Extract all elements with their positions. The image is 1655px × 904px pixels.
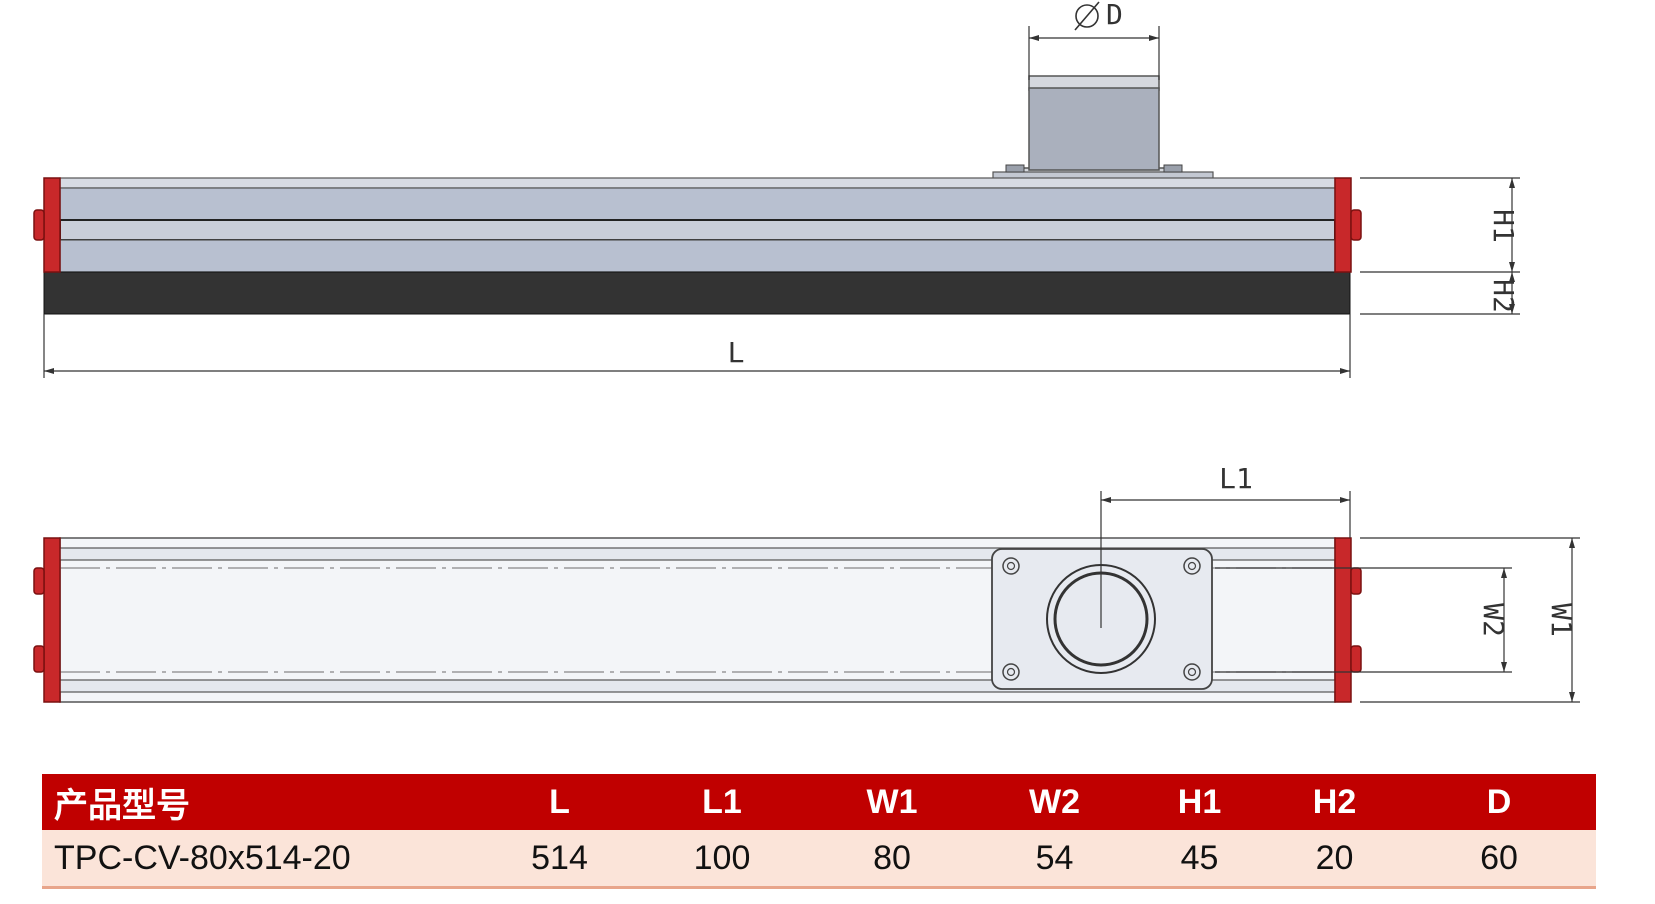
- dim-widths: W2 W1: [1215, 537, 1580, 703]
- cell-h1: 45: [1132, 830, 1267, 889]
- spec-table: 产品型号 L L1 W1 W2 H1 H2 D TPC-CV-80x514-20…: [42, 774, 1596, 889]
- diameter-symbol-icon: [1074, 1, 1100, 31]
- w1-label: W1: [1545, 603, 1578, 637]
- dim-l1: L1: [1100, 462, 1351, 628]
- cell-l1: 100: [637, 830, 807, 889]
- dim-heights: H1 H2: [1360, 177, 1520, 315]
- side-view: D L H1 H2: [33, 0, 1520, 378]
- w2-label: W2: [1477, 603, 1510, 637]
- header-l: L: [482, 774, 637, 830]
- header-l1: L1: [637, 774, 807, 830]
- sponge-pad: [43, 271, 1351, 315]
- header-h2: H2: [1267, 774, 1402, 830]
- length-label: L: [728, 336, 745, 369]
- vacuum-port: [992, 75, 1214, 181]
- cell-l: 514: [482, 830, 637, 889]
- end-cap-left: [33, 177, 61, 273]
- cell-d: 60: [1402, 830, 1596, 889]
- spec-table-header: 产品型号 L L1 W1 W2 H1 H2 D: [42, 774, 1596, 830]
- header-model: 产品型号: [42, 774, 482, 830]
- flange-plate: [991, 548, 1213, 690]
- table-row: TPC-CV-80x514-20 514 100 80 54 45 20 60: [42, 830, 1596, 889]
- header-w2: W2: [977, 774, 1132, 830]
- l1-label: L1: [1219, 462, 1253, 495]
- diameter-label: D: [1106, 0, 1123, 31]
- h2-label: H2: [1487, 279, 1520, 313]
- end-cap-left-top: [33, 537, 61, 703]
- cell-h2: 20: [1267, 830, 1402, 889]
- top-view: L1 W2 W1: [33, 462, 1580, 703]
- dim-diameter: D: [1028, 0, 1160, 80]
- technical-drawing: D L H1 H2: [33, 0, 1580, 703]
- cell-w2: 54: [977, 830, 1132, 889]
- aluminum-profile: [59, 177, 1336, 273]
- header-h1: H1: [1132, 774, 1267, 830]
- header-w1: W1: [807, 774, 977, 830]
- end-cap-right-top: [1334, 537, 1362, 703]
- header-d: D: [1402, 774, 1596, 830]
- h1-label: H1: [1487, 209, 1520, 243]
- cell-model: TPC-CV-80x514-20: [42, 830, 482, 889]
- end-cap-right: [1334, 177, 1362, 273]
- cell-w1: 80: [807, 830, 977, 889]
- dim-length: L: [43, 314, 1351, 378]
